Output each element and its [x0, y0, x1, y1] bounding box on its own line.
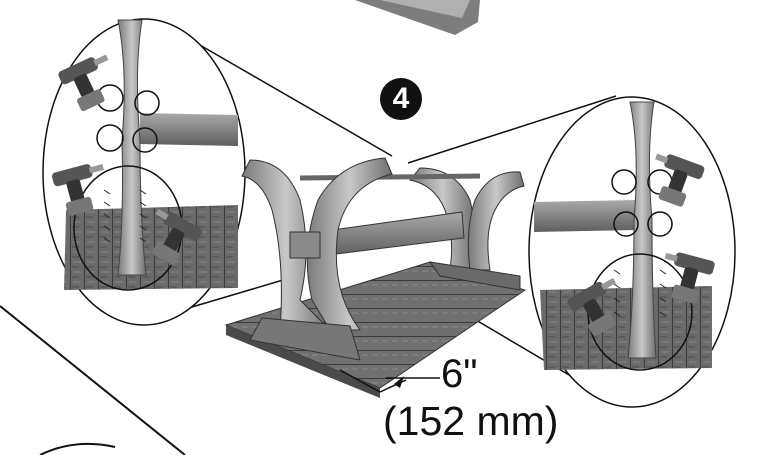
- callout-circle: [611, 169, 637, 195]
- table-assembly: [224, 157, 527, 398]
- drill-icon: [567, 277, 617, 337]
- callout-circle: [613, 211, 639, 237]
- callout-circle: [134, 90, 160, 116]
- guide-line: [0, 305, 186, 455]
- dimension-metric-label: (152 mm): [383, 398, 559, 444]
- drill-icon: [655, 153, 705, 207]
- dimension-imperial-label: 6": [441, 352, 478, 396]
- callout-circle: [96, 124, 124, 152]
- screw-icon: [103, 189, 147, 243]
- drill-icon: [58, 54, 109, 112]
- drill-icon: [52, 163, 104, 216]
- drill-icon: [664, 252, 715, 304]
- callout-circle: [132, 127, 158, 153]
- callout-circle: [647, 211, 673, 237]
- step-number-badge: 4: [380, 78, 422, 120]
- callout-circle-partial: [39, 442, 116, 455]
- drill-icon: [152, 208, 203, 266]
- left-detail-callout: [42, 18, 393, 326]
- beam-piece-top: [355, 0, 480, 35]
